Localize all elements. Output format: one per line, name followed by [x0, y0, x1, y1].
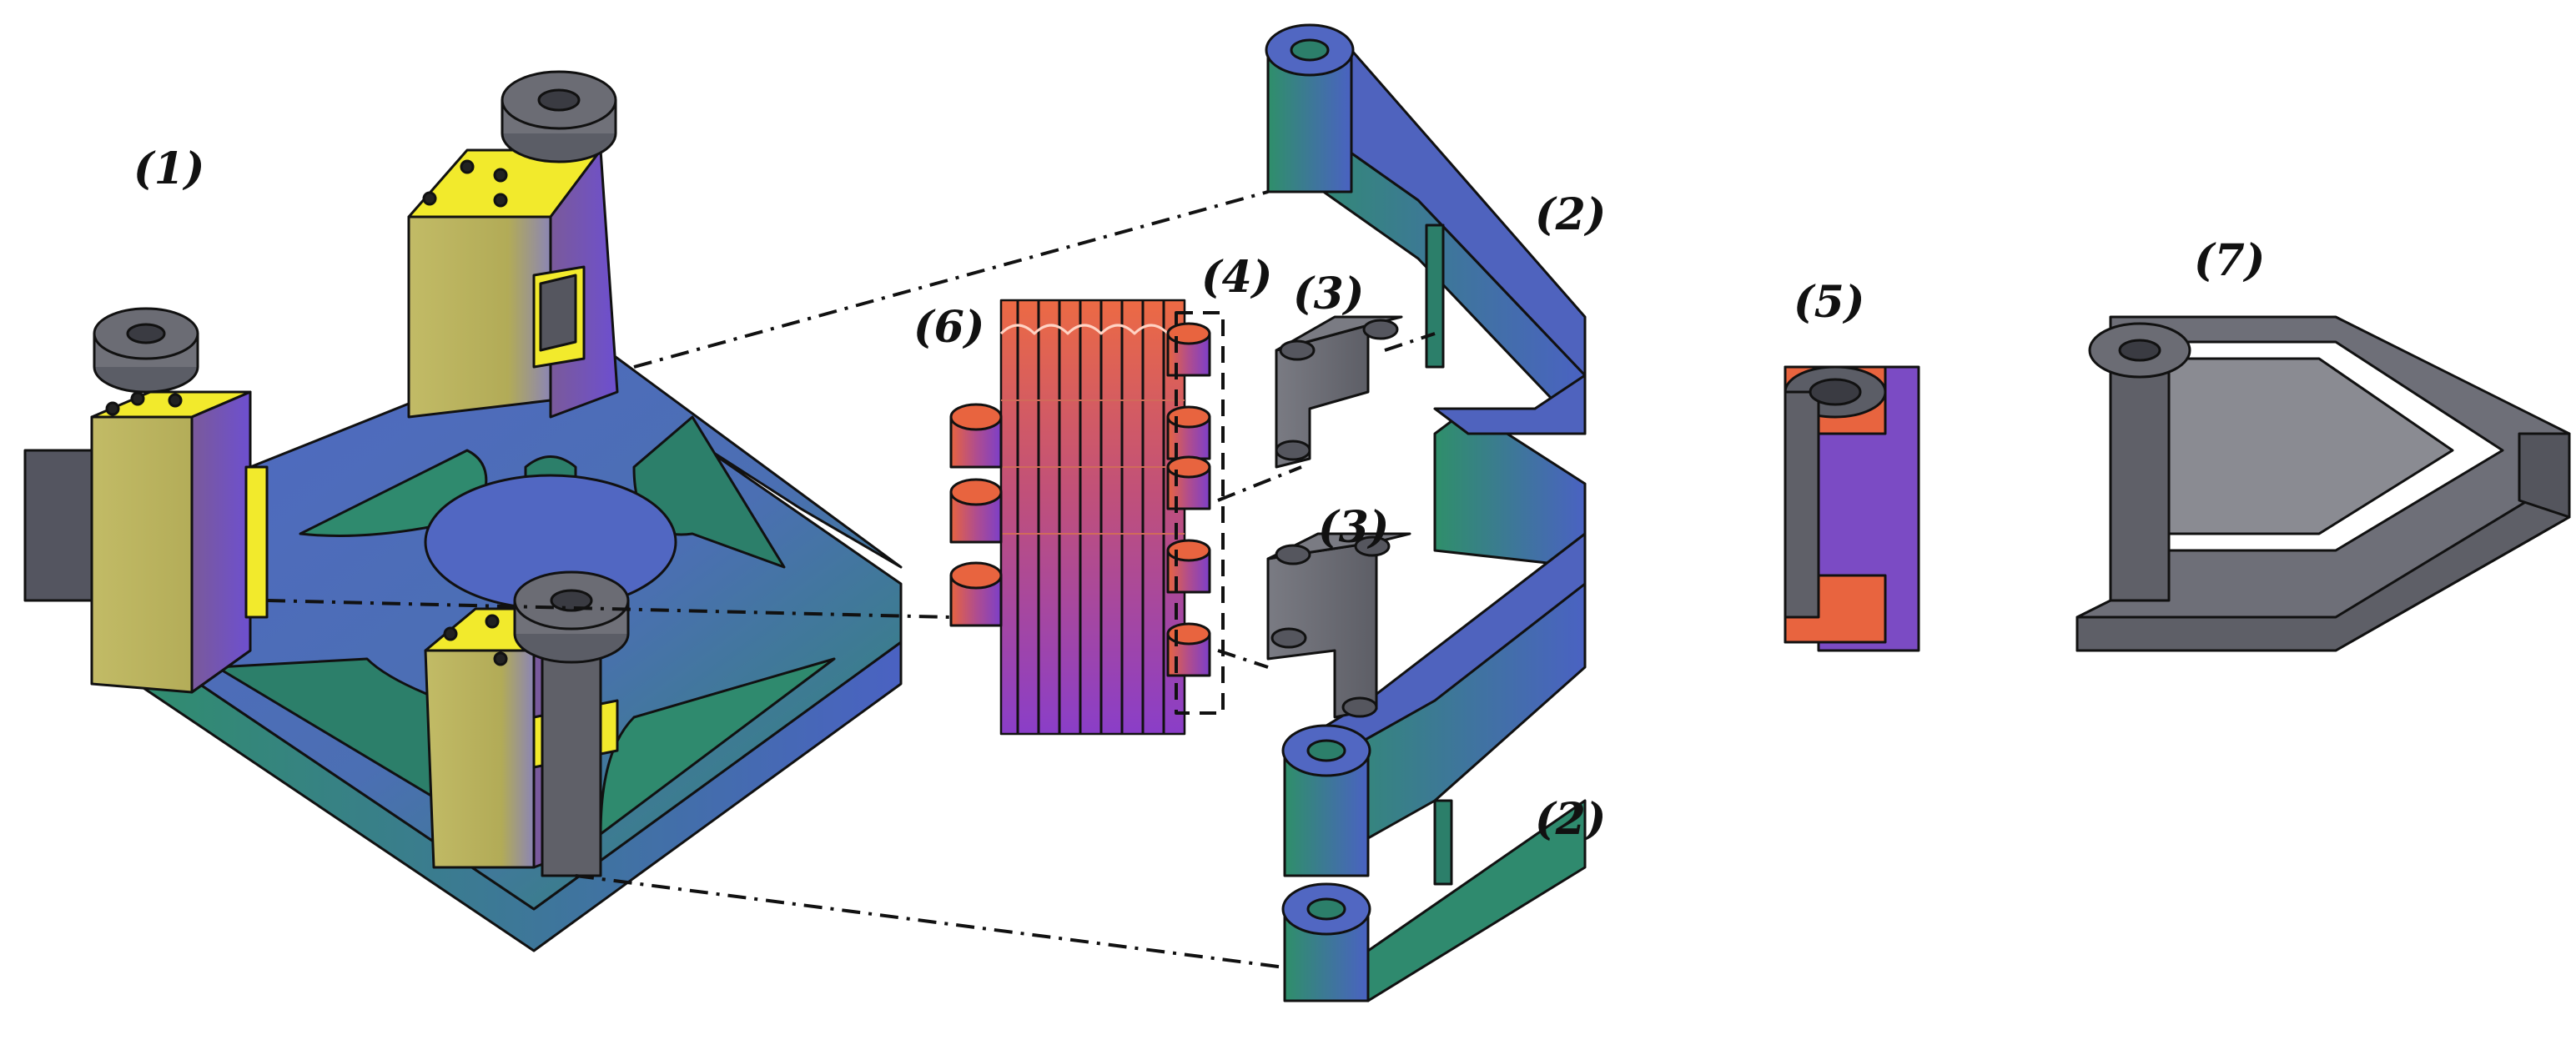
spring-stack-icon [999, 299, 1186, 736]
callout-3-lower: (3) [1318, 502, 1389, 553]
bushing-column-icon [1166, 311, 1225, 715]
callout-4: (4) [1201, 252, 1272, 303]
callout-7: (7) [2194, 235, 2265, 286]
callout-6: (6) [913, 302, 984, 353]
pin-bracket-upper-icon [1275, 315, 1403, 469]
bushing-mount-top-icon [407, 70, 619, 419]
swing-arm-upper-icon [1265, 23, 1587, 569]
spring-stack-left-tubes-icon [949, 403, 1003, 627]
bushing-mount-bottom-icon [424, 570, 630, 877]
callout-5: (5) [1794, 277, 1864, 328]
callout-3-upper: (3) [1293, 269, 1364, 319]
bushing-assembly-icon [1784, 365, 1920, 652]
pin-bracket-lower-icon [1266, 532, 1411, 719]
output-link-icon [2075, 315, 2571, 652]
bushing-mount-left-icon [23, 307, 269, 694]
leader-lines [266, 190, 1436, 969]
callout-labels: (1) (2) (2) (3) (3) (4) (5) (6) (7) [133, 143, 2265, 845]
callout-1: (1) [133, 143, 204, 194]
callout-2-lower: (2) [1535, 794, 1606, 845]
callout-2-upper: (2) [1535, 189, 1606, 240]
